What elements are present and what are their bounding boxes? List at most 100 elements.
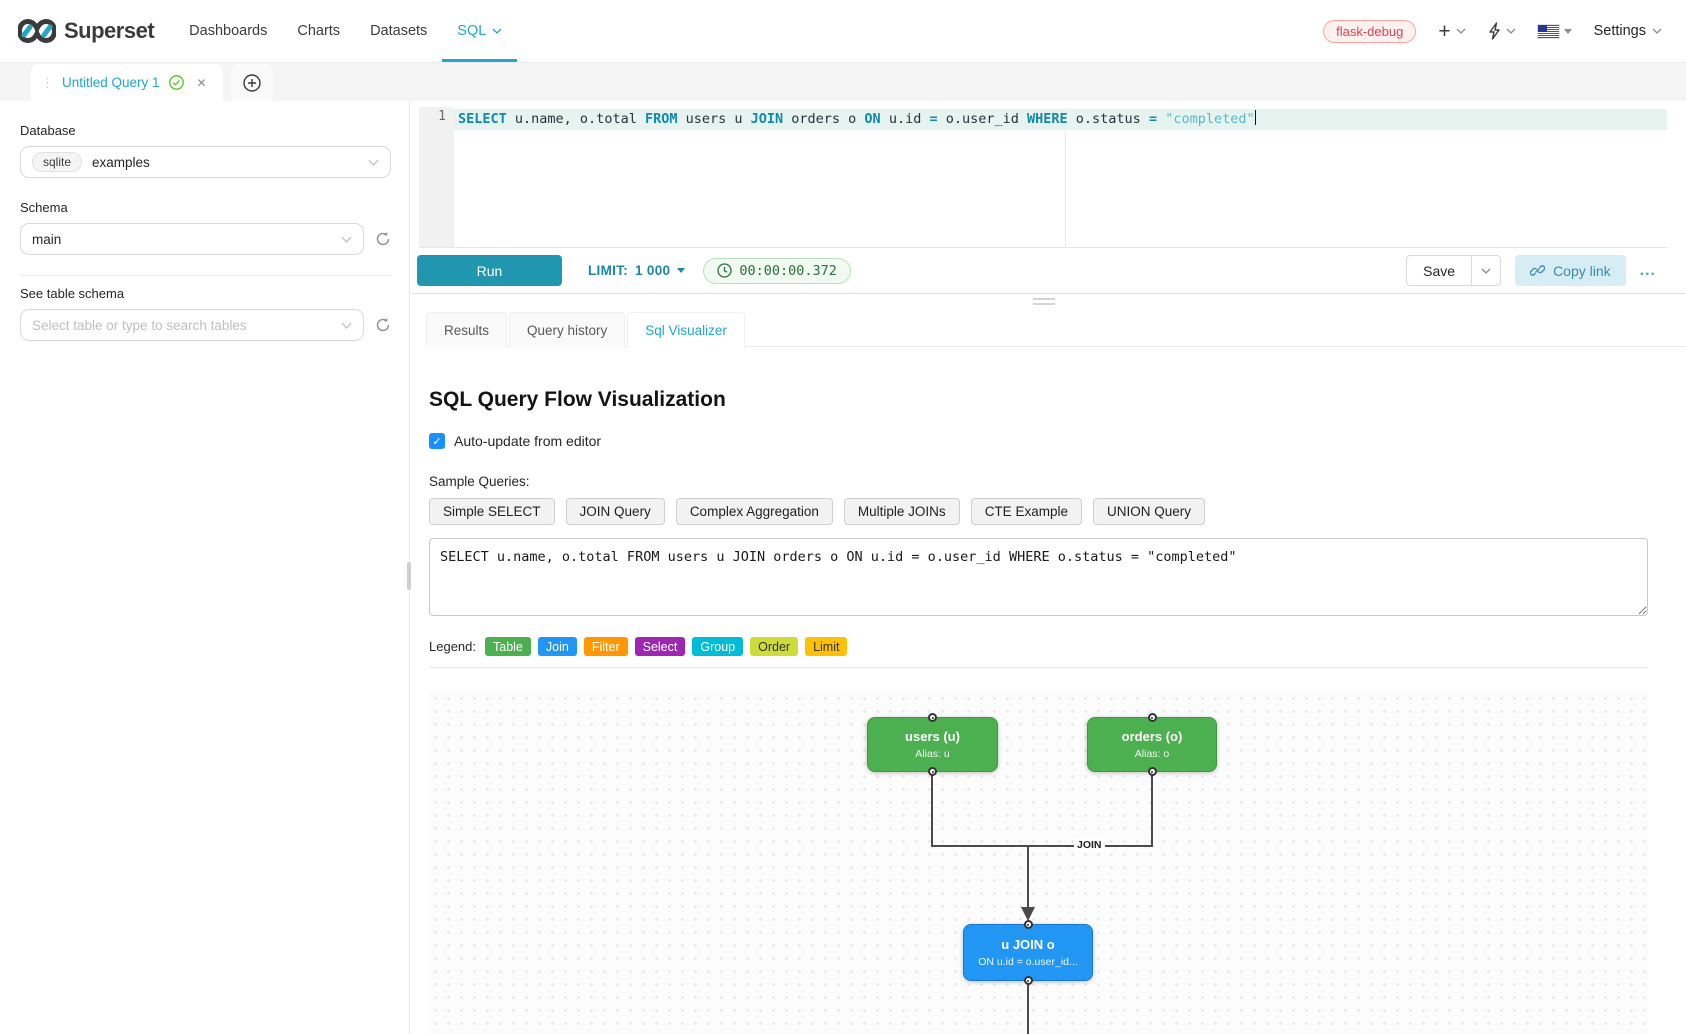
node-handle-top[interactable] xyxy=(1147,713,1157,722)
check-circle-icon xyxy=(168,75,184,90)
nav-item-charts[interactable]: Charts xyxy=(282,0,355,62)
limit-value: 1 000 xyxy=(635,263,671,278)
checkbox-checked-icon[interactable]: ✓ xyxy=(429,433,445,449)
sql-token: u.name, o.total xyxy=(506,111,645,127)
nav-item-label: SQL xyxy=(457,23,487,39)
sample-button-simple-select[interactable]: Simple SELECT xyxy=(429,498,555,525)
sql-token: u.id xyxy=(880,111,930,127)
nav-item-dashboards[interactable]: Dashboards xyxy=(174,0,282,62)
sample-button-cte-example[interactable]: CTE Example xyxy=(970,498,1082,525)
add-tab-button[interactable] xyxy=(230,64,273,101)
south-pane-resize-grip[interactable] xyxy=(1033,298,1055,308)
editor-code-area[interactable]: SELECT u.name, o.total FROM users u JOIN… xyxy=(454,107,1667,247)
chevron-down-icon xyxy=(341,322,352,329)
query-timer: 00:00:00.372 xyxy=(703,257,851,284)
node-handle-top[interactable] xyxy=(928,713,937,722)
db-engine-badge: sqlite xyxy=(32,152,83,172)
node-handle-bottom[interactable] xyxy=(1023,976,1033,985)
sql-token: = xyxy=(929,111,938,127)
table-select-placeholder: Select table or type to search tables xyxy=(32,317,247,333)
brand-name: Superset xyxy=(64,18,155,43)
legend-badge-table: Table xyxy=(485,637,531,656)
limit-dropdown[interactable]: LIMIT: 1 000 xyxy=(588,263,686,278)
node-subtitle: Alias: u xyxy=(915,748,950,760)
tab-results[interactable]: Results xyxy=(426,312,508,347)
plus-circle-icon xyxy=(242,73,261,92)
more-actions-button[interactable]: ... xyxy=(1639,261,1656,279)
plus-icon: + xyxy=(1438,19,1451,43)
us-flag-icon xyxy=(1536,23,1560,39)
run-button[interactable]: Run xyxy=(417,255,562,286)
node-handle-bottom[interactable] xyxy=(928,767,937,776)
schema-select[interactable]: main xyxy=(20,223,364,255)
auto-update-label: Auto-update from editor xyxy=(454,433,602,449)
sql-token: JOIN xyxy=(750,111,784,127)
edge-users-down xyxy=(931,772,933,847)
caret-down-icon xyxy=(1563,28,1572,34)
legend-label: Legend: xyxy=(429,639,476,654)
header-right: flask-debug + Settings xyxy=(1323,19,1686,43)
node-title: u JOIN o xyxy=(1001,937,1055,952)
superset-logo[interactable]: Superset xyxy=(0,18,174,44)
query-tab-active[interactable]: ⋮ Untitled Query 1 ✕ xyxy=(31,64,223,101)
panel-title: SQL Query Flow Visualization xyxy=(429,388,726,411)
settings-menu[interactable]: Settings xyxy=(1594,23,1662,39)
superset-infinity-icon xyxy=(18,19,56,43)
refresh-schemas-icon[interactable] xyxy=(375,231,391,247)
new-item-menu-button[interactable]: + xyxy=(1438,19,1466,43)
content-divider xyxy=(429,667,1648,668)
language-picker[interactable] xyxy=(1536,23,1572,39)
tab-sql-visualizer[interactable]: Sql Visualizer xyxy=(627,312,745,348)
legend-badge-join: Join xyxy=(537,637,577,656)
flow-node-users[interactable]: users (u)Alias: u xyxy=(867,713,998,776)
edge-orders-down xyxy=(1151,772,1153,847)
flow-node-orders[interactable]: orders (o)Alias: o xyxy=(1087,713,1217,776)
sql-token: o.status xyxy=(1067,111,1149,127)
caret-down-icon xyxy=(677,268,686,273)
sql-token: orders o xyxy=(783,111,865,127)
drag-handle-icon[interactable]: ⋮ xyxy=(41,74,54,90)
sample-button-multiple-joins[interactable]: Multiple JOINs xyxy=(843,498,960,525)
chevron-down-icon xyxy=(1481,268,1491,274)
legend-badge-limit: Limit xyxy=(805,637,848,656)
node-subtitle: Alias: o xyxy=(1134,748,1170,760)
copy-link-button[interactable]: Copy link xyxy=(1515,255,1626,286)
chevron-down-icon xyxy=(1652,28,1662,34)
timer-value: 00:00:00.372 xyxy=(739,262,837,279)
link-icon xyxy=(1530,265,1546,276)
line-number: 1 xyxy=(438,109,446,124)
editor-gutter: 1 xyxy=(419,107,454,247)
node-handle-bottom[interactable] xyxy=(1147,767,1157,776)
sql-code-line: SELECT u.name, o.total FROM users u JOIN… xyxy=(454,109,1667,130)
database-select[interactable]: sqlite examples xyxy=(20,146,391,178)
sql-token: "completed" xyxy=(1165,111,1255,127)
nav-item-sql[interactable]: SQL xyxy=(442,0,518,62)
sql-editor[interactable]: 1 SELECT u.name, o.total FROM users u JO… xyxy=(419,107,1667,248)
save-button[interactable]: Save xyxy=(1406,255,1473,286)
auto-update-checkbox-row[interactable]: ✓ Auto-update from editor xyxy=(429,433,1686,449)
table-select[interactable]: Select table or type to search tables xyxy=(20,309,364,341)
sample-query-buttons: Simple SELECT JOIN Query Complex Aggregati… xyxy=(429,498,1686,525)
refresh-tables-icon[interactable] xyxy=(375,317,391,333)
sqllab-shortcut-menu-button[interactable] xyxy=(1488,22,1516,40)
sample-button-complex-aggregation[interactable]: Complex Aggregation xyxy=(675,498,833,525)
close-tab-icon[interactable]: ✕ xyxy=(196,75,207,90)
chevron-down-icon xyxy=(1456,28,1466,34)
sample-button-union-query[interactable]: UNION Query xyxy=(1092,498,1205,525)
nav-item-datasets[interactable]: Datasets xyxy=(355,0,442,62)
chevron-down-icon xyxy=(1506,28,1516,34)
lightning-icon xyxy=(1488,22,1500,40)
save-dropdown-button[interactable] xyxy=(1472,255,1502,286)
sample-button-join-query[interactable]: JOIN Query xyxy=(565,498,665,525)
node-handle-top[interactable] xyxy=(1023,920,1033,929)
sqllab-main: 1 SELECT u.name, o.total FROM users u JO… xyxy=(411,101,1686,1034)
sql-token: = xyxy=(1148,111,1158,127)
schema-value: main xyxy=(32,231,62,247)
query-tabstrip: ⋮ Untitled Query 1 ✕ xyxy=(0,63,1686,101)
chevron-down-icon xyxy=(368,159,379,166)
tab-query-history[interactable]: Query history xyxy=(509,312,626,347)
query-text-input[interactable]: SELECT u.name, o.total FROM users u JOIN… xyxy=(429,538,1648,616)
panel-resize-grip[interactable] xyxy=(407,562,411,590)
